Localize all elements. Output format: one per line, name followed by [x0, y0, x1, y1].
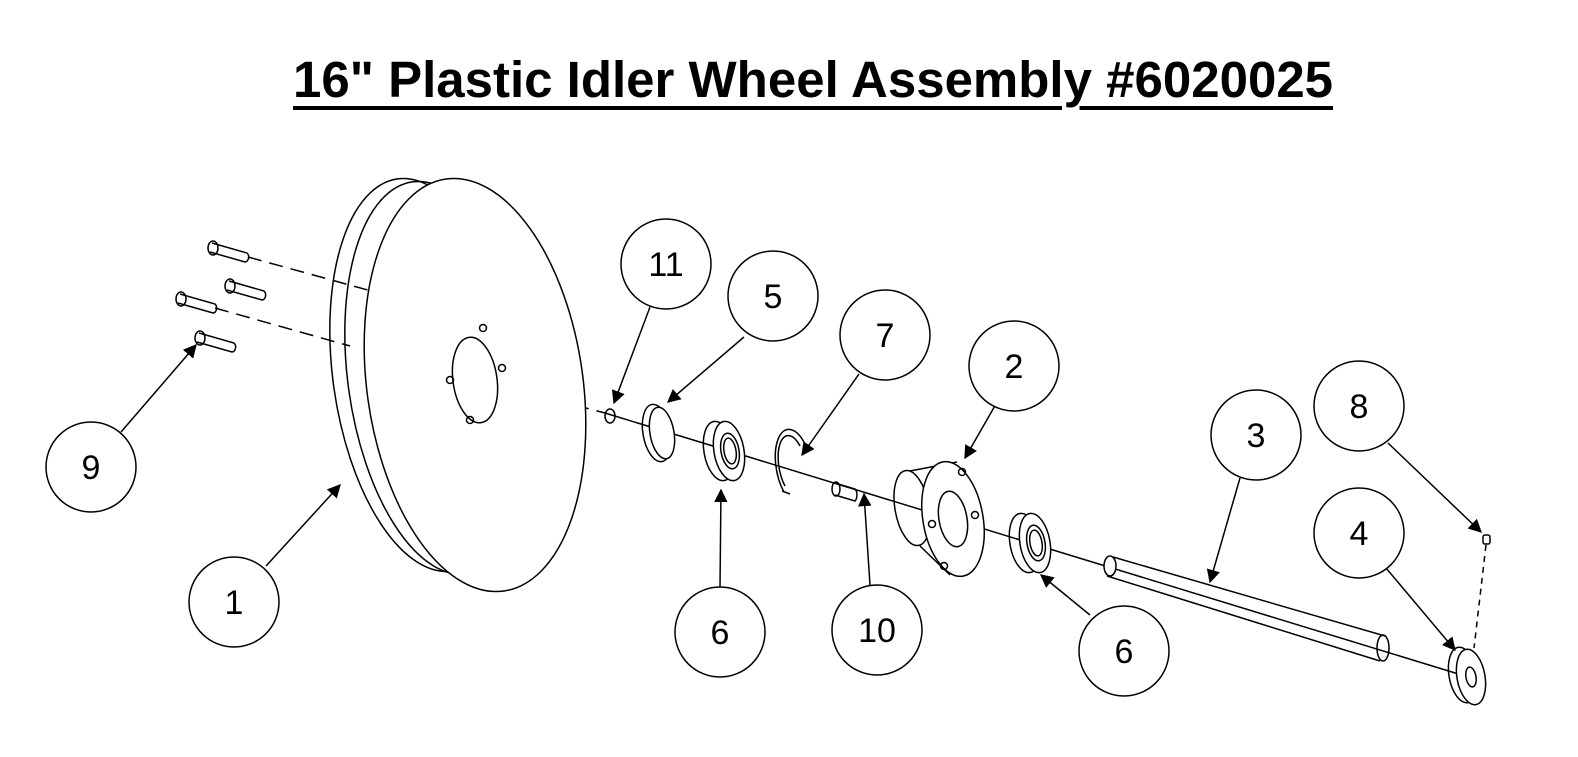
- callout-6a-label: 6: [711, 614, 730, 652]
- diagram-title: 16" Plastic Idler Wheel Assembly #602002…: [293, 51, 1334, 108]
- callout-8-label: 8: [1350, 388, 1369, 426]
- bearing-part-left: [702, 420, 746, 482]
- callout-6b-circle: [1078, 605, 1170, 697]
- snap-ring-part: [774, 428, 805, 495]
- callout-4-label: 4: [1350, 515, 1369, 553]
- callout-11-circle: [620, 218, 712, 310]
- callout-3-label: 3: [1247, 417, 1266, 455]
- bolt-part: [175, 240, 267, 353]
- callout-8-circle: [1313, 360, 1405, 452]
- callout-1-label: 1: [225, 584, 244, 622]
- callout-6a-circle: [674, 586, 766, 678]
- set-screw-part: [1473, 534, 1491, 649]
- callout-2-label: 2: [1005, 348, 1024, 386]
- washer-part: [641, 403, 676, 463]
- shaft-part: [1103, 555, 1390, 662]
- pin-part: [831, 481, 858, 502]
- small-washer-part: [604, 408, 616, 424]
- bearing-part-right: [1008, 512, 1052, 574]
- callout-2-circle: [968, 320, 1060, 412]
- callout-5-label: 5: [764, 278, 783, 316]
- end-collar-part: [1447, 646, 1487, 706]
- callout-5-circle: [727, 250, 819, 342]
- callout-7-circle: [839, 289, 931, 381]
- callout-7-label: 7: [876, 317, 895, 355]
- callout-9-label: 9: [82, 449, 101, 487]
- callout-10-label: 10: [858, 612, 896, 650]
- callout-6b-label: 6: [1115, 633, 1134, 671]
- idler-wheel-part: [329, 177, 587, 593]
- callout-9-circle: [45, 421, 137, 513]
- callout-11-label: 11: [648, 246, 683, 284]
- flange-hub-part: [893, 460, 985, 578]
- callout-4-circle: [1313, 487, 1405, 579]
- callout-3-circle: [1210, 389, 1302, 481]
- callout-10-circle: [831, 584, 923, 676]
- callout-1-circle: [188, 556, 280, 648]
